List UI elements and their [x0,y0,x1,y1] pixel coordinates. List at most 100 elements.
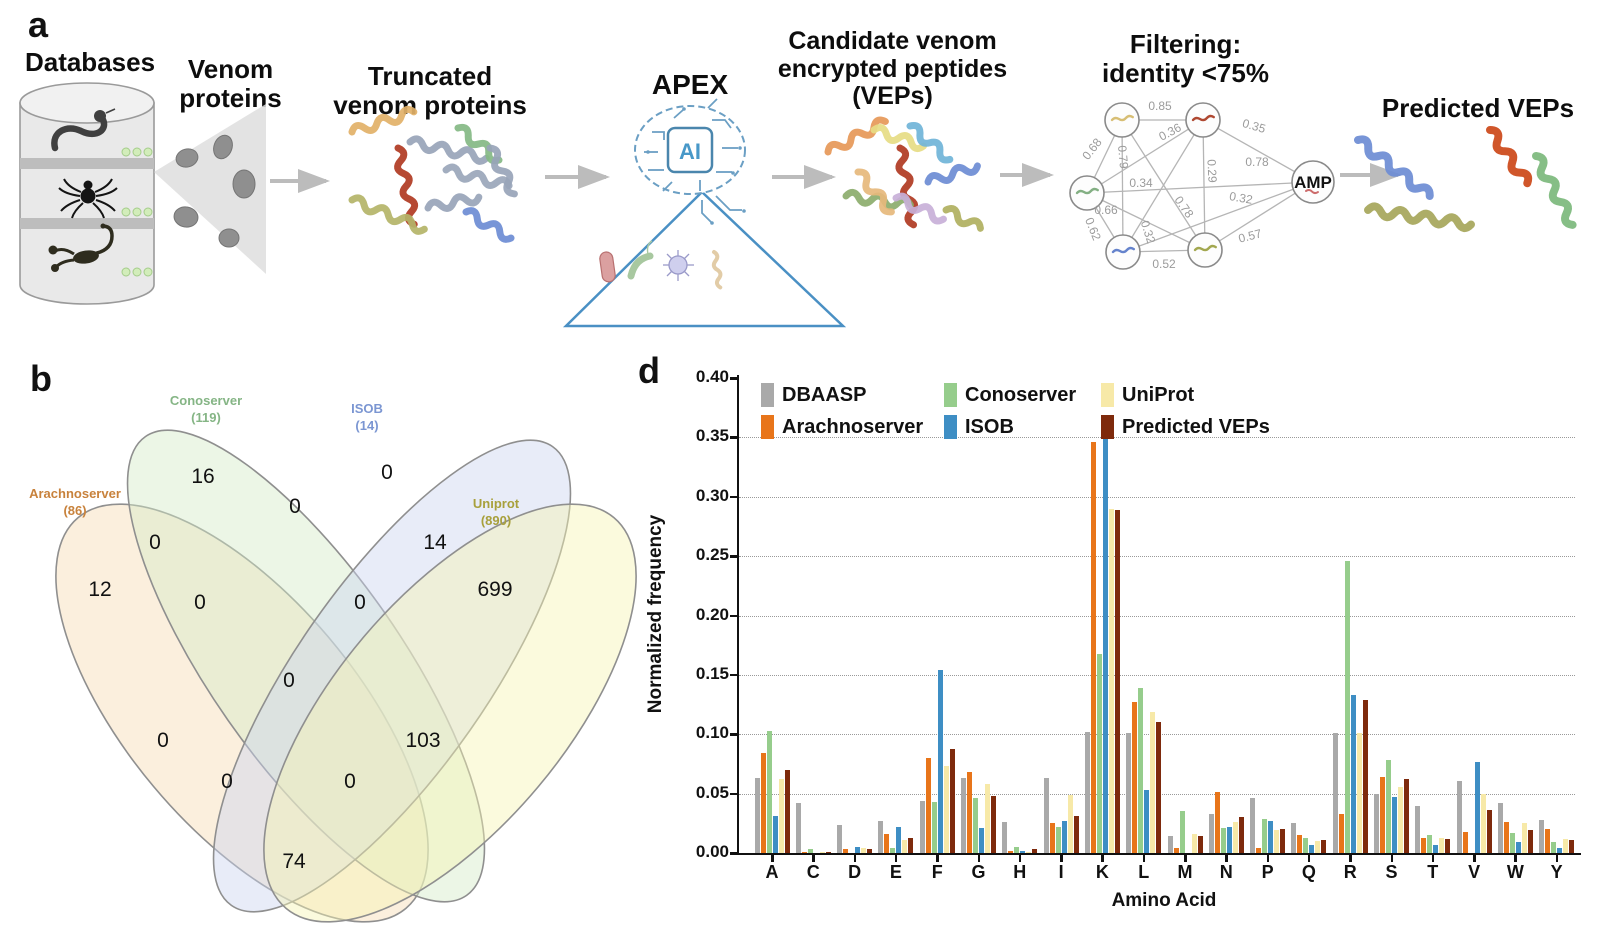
bar-uniprot-W [1521,823,1527,853]
legend-item: UniProt [1101,383,1194,407]
legend-item: Conoserver [944,383,1076,407]
bar-conoserver-Q [1303,837,1309,853]
bar-predicted-veps-P [1280,829,1286,853]
bar-uniprot-Y [1563,838,1569,853]
bar-uniprot-D [861,848,867,853]
bar-predicted-veps-A [784,769,790,853]
x-tick-label: H [1013,862,1027,882]
x-tick-label: F [931,862,943,882]
pipeline-graphic: AI [19,82,1577,328]
x-tick [977,854,980,862]
legend-item: Arachnoserver [761,415,923,439]
bar-arachnoserver-L [1132,702,1138,853]
bar-dbaasp-S [1374,793,1379,853]
bar-conoserver-T [1427,835,1433,853]
x-tick-label: R [1343,862,1357,882]
bar-predicted-veps-Q [1321,839,1327,853]
apex-ai-brain-icon: AI [562,98,847,328]
y-tick-label: 0.25 [695,545,729,565]
helix-icon [924,162,981,186]
bar-isob-V [1474,761,1480,853]
helix-icon [870,124,927,153]
helix-icon [711,250,723,290]
bar-predicted-veps-M [1197,836,1203,853]
bar-isob-D [855,847,861,853]
x-tick-label: W [1506,862,1524,882]
bar-uniprot-F [943,766,949,853]
bar-arachnoserver-M [1173,848,1179,853]
helix-icon [348,194,428,235]
edge-weight-label: 0.79 [1115,144,1131,170]
scorpion-icon [48,223,114,272]
x-tick-label: V [1468,862,1481,882]
helix-icon [406,135,490,165]
y-tick-label: 0.30 [695,485,729,505]
bar-isob-A [772,816,778,853]
x-tick-label: Y [1550,862,1563,882]
mic-triangle [562,190,847,328]
x-tick [812,854,815,862]
bar-uniprot-L [1150,711,1156,853]
venn-region-count: 0 [289,495,301,518]
bar-dbaasp-H [1002,822,1008,853]
legend-swatch [1101,383,1114,407]
venn-ellipse-isob [212,439,572,913]
x-tick [1018,854,1022,862]
venn-set-label: Conoserver (119) [169,393,243,425]
bacterium-curved-icon [627,252,654,280]
helix-icon [1111,246,1135,254]
bar-conoserver-C [807,849,813,853]
bar-isob-Q [1309,844,1315,853]
venn-region-count: 0 [194,591,206,614]
edge-weight-label: 0.34 [1129,176,1153,190]
bar-isob-H [1020,850,1026,853]
helix-icon [348,105,418,136]
bar-dbaasp-N [1208,813,1214,853]
peptide-helices [348,105,1577,290]
bar-isob-N [1226,826,1232,853]
panel-d-label: d [638,350,660,391]
flow-arrow [270,163,1402,193]
edge-weight-label: 0.85 [1148,99,1172,113]
bar-arachnoserver-R [1338,813,1344,853]
bar-arachnoserver-H [1008,850,1014,853]
venn-region-count: 0 [157,729,169,752]
helix-icon [1486,126,1533,188]
helix-icon [442,163,513,190]
y-tick-label: 0.10 [695,723,729,743]
bar-arachnoserver-D [843,849,849,853]
legend-label: UniProt [1122,383,1195,406]
y-tick [730,555,739,558]
amp-node-label: AMP [1294,173,1332,192]
predicted-veps-title: Predicted VEPs [1381,93,1575,123]
snake-icon [51,108,116,152]
x-tick-label: C [806,862,820,882]
bar-predicted-veps-K [1114,509,1120,853]
bar-isob-Y [1557,848,1563,853]
x-tick [1514,854,1517,862]
bar-arachnoserver-Y [1545,829,1551,853]
bar-arachnoserver-K [1090,442,1096,853]
y-tick-label: 0.40 [695,367,729,386]
helix-icon [462,207,515,243]
bar-uniprot-E [902,839,908,853]
bar-dbaasp-P [1250,798,1256,853]
venn-region-count: 0 [381,461,393,484]
y-tick-label: 0.00 [695,842,729,861]
x-tick-label: K [1095,862,1109,882]
venn-set-label: Arachnoserver (86) [29,486,121,518]
x-tick [1060,854,1063,862]
x-tick-label: I [1058,862,1064,882]
helix-icon [424,193,483,212]
bar-arachnoserver-Q [1297,835,1303,853]
amp-node [1291,160,1335,204]
bar-isob-W [1515,842,1521,853]
x-tick [1101,854,1104,862]
bar-uniprot-C [819,851,825,853]
y-tick [730,733,739,736]
legend-label: Conoserver [965,383,1077,406]
bar-uniprot-Q [1315,841,1321,853]
venn-ellipse-arachnoserver [55,503,429,923]
